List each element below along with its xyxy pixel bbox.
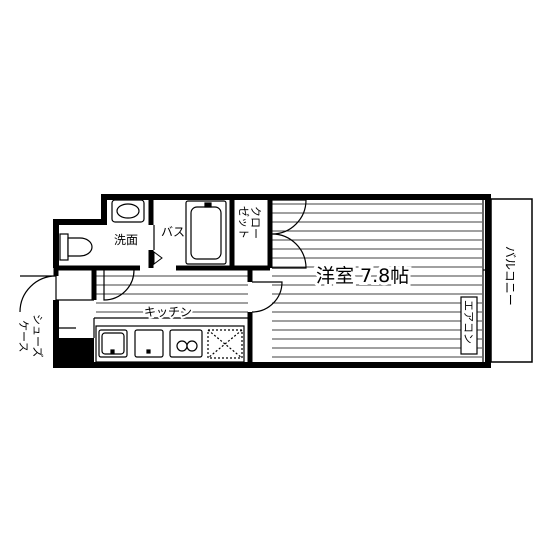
doors [19,199,491,313]
western-room-floor-hatch [272,203,482,358]
bath-label: バス [161,225,185,239]
thin-partitions [56,199,484,362]
entrance-door [19,275,57,313]
room-door [251,281,283,313]
washroom-label: 洗面 [114,233,138,247]
entrance-step [56,338,94,366]
shoe-case-label-line2: ケース [17,320,30,352]
western-room-label: 洋室 7.8帖 [316,265,409,287]
washroom-fixtures [59,199,145,261]
shoe-case-label-line1: シューズ [31,314,45,357]
kitchen-counter [95,325,245,363]
balcony-label: バルコニー [503,246,517,306]
aircon-label: エアコン [462,300,475,344]
bathtub [185,200,227,265]
interior-walls [53,197,273,365]
closet-door [271,199,307,269]
aircon-unit [460,296,478,355]
washroom-door [103,269,135,301]
toilet-bowl [67,237,93,257]
kitchen-label: キッチン [144,305,192,319]
toilet-tank [59,233,69,261]
closet-label-line1: クロー [249,206,262,239]
closet-label-line2: ゼット [237,206,250,239]
